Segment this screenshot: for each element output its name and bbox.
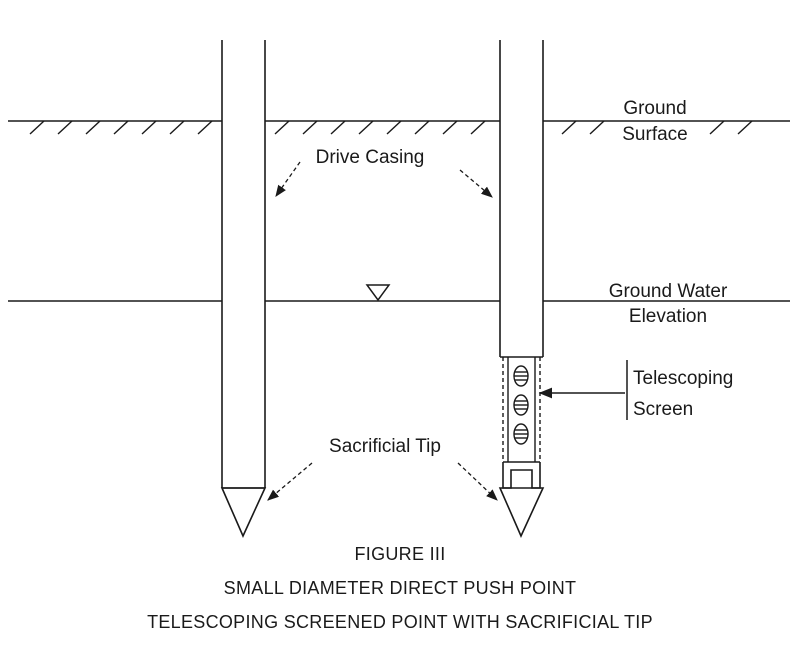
figure-number: FIGURE III [354,544,445,564]
drive-casing-arrow-right [459,169,493,198]
water-level-triangle-icon [365,284,391,302]
ground-surface-label-line1: Ground [623,98,686,119]
ground-surface-label-line2: Surface [622,124,687,145]
telescoping-screen-label-line2: Screen [633,399,693,420]
telescoping-screen-label-line1: Telescoping [633,368,733,389]
drive-casing-label: Drive Casing [316,147,425,168]
right-sacrificial-tip [498,462,545,538]
telescoping-screen [502,357,541,463]
figure-caption-line2: TELESCOPING SCREENED POINT WITH SACRIFIC… [147,612,653,632]
left-sacrificial-tip [220,487,267,538]
sacrificial-tip-label: Sacrificial Tip [329,436,441,457]
left-drive-casing [221,40,266,489]
ground-hatching [29,120,753,135]
sacrificial-tip-arrow-left [267,462,313,501]
drive-casing-arrow-left [275,161,301,197]
arrows [267,161,625,501]
figure-caption-line1: SMALL DIAMETER DIRECT PUSH POINT [224,578,577,598]
ground-water-label-line2: Elevation [629,306,707,327]
right-drive-casing [499,40,544,358]
ground-water-label-line1: Ground Water [609,281,728,302]
sacrificial-tip-arrow-right [457,462,498,501]
